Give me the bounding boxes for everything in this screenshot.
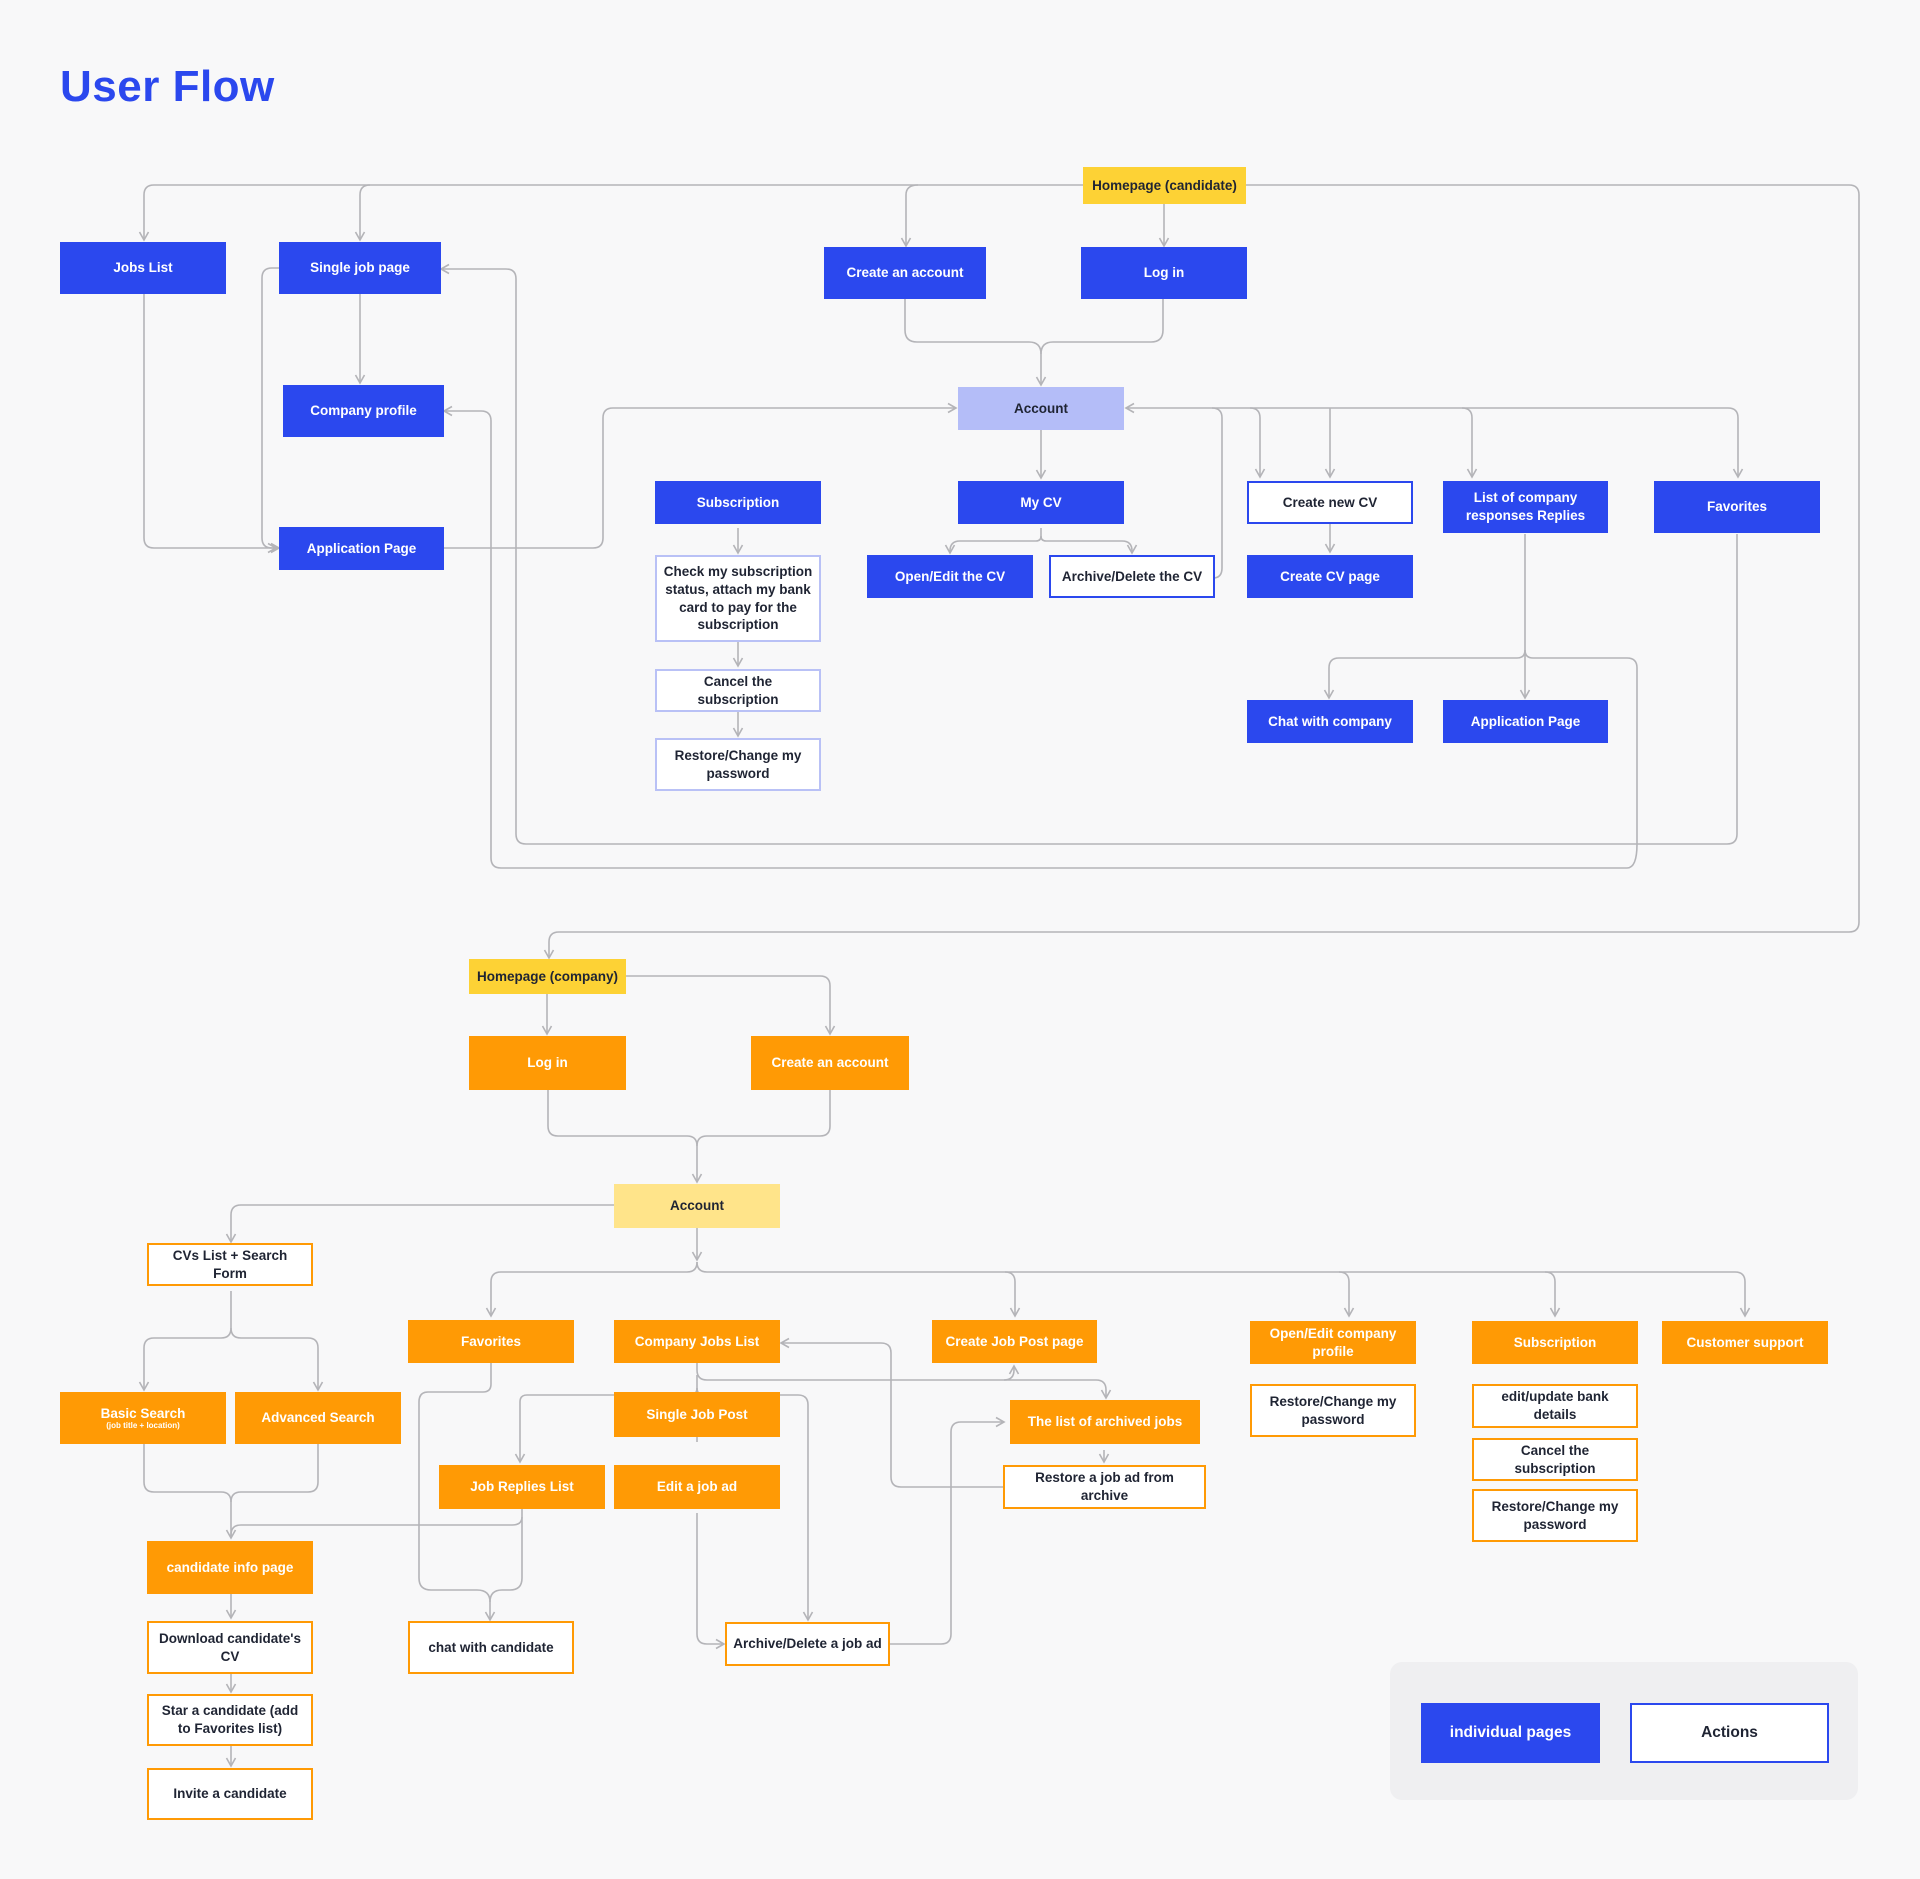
connector <box>444 402 958 549</box>
connector <box>696 1362 1020 1381</box>
cancel-subscription-candidate-node: Cancel the subscription <box>655 669 821 712</box>
subscription-candidate-node: Subscription <box>655 481 821 524</box>
account-candidate-node: Account <box>958 387 1124 430</box>
connector <box>225 1204 614 1244</box>
log-in-candidate-node: Log in <box>1081 247 1247 299</box>
connector <box>543 184 1860 960</box>
connector <box>138 1291 232 1392</box>
connector <box>1545 1271 1751 1318</box>
cancel-subscription-company-node: Cancel the subscription <box>1472 1438 1638 1481</box>
chat-with-company-node: Chat with company <box>1247 700 1413 743</box>
connector <box>1005 1271 1355 1318</box>
log-in-company-node: Log in <box>469 1036 626 1090</box>
connector <box>143 1444 237 1540</box>
connector <box>944 528 1042 555</box>
connector <box>1461 407 1478 479</box>
connector <box>1040 535 1138 555</box>
connector <box>696 1513 726 1650</box>
connector <box>1212 407 1744 479</box>
basic-search-hint: (job title + location) <box>106 1421 180 1431</box>
create-account-candidate-node: Create an account <box>824 247 986 299</box>
connector <box>230 1327 324 1392</box>
archive-delete-cv-node: Archive/Delete the CV <box>1049 555 1215 598</box>
profile-restore-password-node: Restore/Change my password <box>1250 1384 1416 1437</box>
connector <box>1040 298 1164 355</box>
single-job-post-node: Single Job Post <box>614 1392 780 1437</box>
open-edit-company-profile-node: Open/Edit company profile <box>1250 1321 1416 1364</box>
legend-actions: Actions <box>1630 1703 1829 1763</box>
chat-with-candidate-node: chat with candidate <box>408 1621 574 1674</box>
connector <box>418 1362 496 1622</box>
homepage-company-node: Homepage (company) <box>469 959 626 994</box>
star-candidate-node: Star a candidate (add to Favorites list) <box>147 1694 313 1746</box>
favorites-company-node: Favorites <box>408 1320 574 1363</box>
connector <box>890 1416 1006 1645</box>
connector <box>904 298 1047 387</box>
connector <box>439 263 1738 845</box>
company-jobs-list-node: Company Jobs List <box>614 1320 780 1363</box>
connector <box>485 1261 698 1318</box>
create-job-post-page-node: Create Job Post page <box>932 1320 1097 1363</box>
connector <box>143 294 278 554</box>
connector <box>230 1444 319 1503</box>
connector <box>1004 1379 1112 1400</box>
legend-individual-pages: individual pages <box>1421 1703 1600 1763</box>
connector <box>900 184 919 248</box>
advanced-search-node: Advanced Search <box>235 1392 401 1444</box>
restore-password-candidate-node: Restore/Change my password <box>655 738 821 791</box>
restore-job-ad-node: Restore a job ad from archive <box>1003 1465 1206 1509</box>
jobs-list-node: Jobs List <box>60 242 226 294</box>
connector <box>138 184 1083 242</box>
download-cv-node: Download candidate's CV <box>147 1621 313 1674</box>
company-responses-node: List of company responses Replies <box>1443 481 1608 533</box>
connector <box>442 405 1638 869</box>
connector <box>1124 402 1223 579</box>
connector <box>1323 649 1526 700</box>
application-page-2-node: Application Page <box>1443 700 1608 743</box>
edit-job-ad-node: Edit a job ad <box>614 1465 780 1509</box>
single-job-page-node: Single job page <box>279 242 441 294</box>
create-new-cv-node: Create new CV <box>1247 481 1413 524</box>
homepage-candidate-node: Homepage (candidate) <box>1083 167 1246 204</box>
archive-delete-job-ad-node: Archive/Delete a job ad <box>725 1622 890 1666</box>
connector <box>230 1516 523 1538</box>
basic-search-node: Basic Search (job title + location) <box>60 1392 226 1444</box>
open-edit-cv-node: Open/Edit the CV <box>867 555 1033 598</box>
cvs-list-node: CVs List + Search Form <box>147 1243 313 1286</box>
basic-search-label: Basic Search <box>100 1405 186 1421</box>
connector <box>696 1387 814 1622</box>
subscription-company-node: Subscription <box>1472 1321 1638 1364</box>
account-company-node: Account <box>614 1184 780 1228</box>
candidate-info-page-node: candidate info page <box>147 1541 313 1594</box>
create-cv-page-node: Create CV page <box>1247 555 1413 598</box>
connector <box>547 1090 703 1184</box>
job-replies-list-node: Job Replies List <box>439 1465 605 1509</box>
connector <box>696 1261 1021 1318</box>
invite-candidate-node: Invite a candidate <box>147 1768 313 1820</box>
application-page-node: Application Page <box>279 527 444 570</box>
create-account-company-node: Create an account <box>751 1036 909 1090</box>
edit-bank-details-node: edit/update bank details <box>1472 1384 1638 1428</box>
customer-support-node: Customer support <box>1662 1321 1828 1364</box>
connector <box>779 1337 1003 1488</box>
page-title: User Flow <box>60 62 275 111</box>
connector <box>489 1509 523 1603</box>
archived-jobs-list-node: The list of archived jobs <box>1010 1400 1200 1444</box>
favorites-candidate-node: Favorites <box>1654 481 1820 533</box>
connector <box>1249 407 1266 479</box>
sub-restore-password-node: Restore/Change my password <box>1472 1489 1638 1542</box>
connector <box>626 975 836 1036</box>
check-subscription-node: Check my subscription status, attach my … <box>655 555 821 642</box>
my-cv-node: My CV <box>958 481 1124 524</box>
connector <box>1339 1271 1561 1318</box>
connector <box>354 184 371 242</box>
connector <box>696 1090 831 1147</box>
connector <box>261 267 281 554</box>
company-profile-node: Company profile <box>283 385 444 437</box>
